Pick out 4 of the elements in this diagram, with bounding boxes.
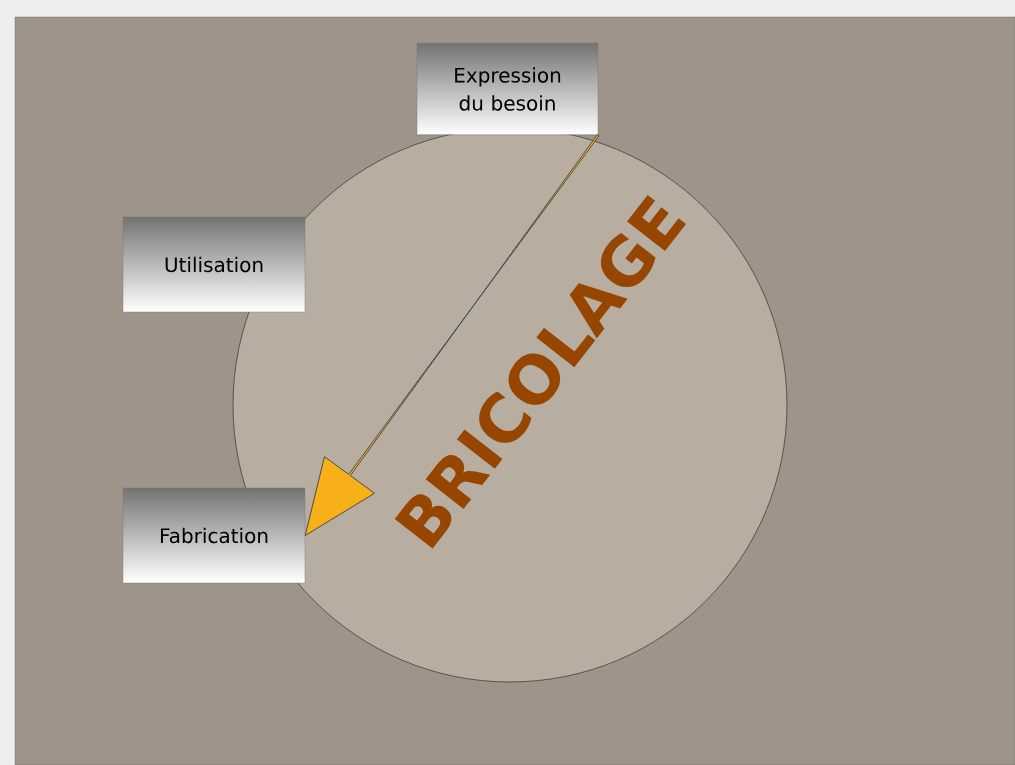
process-box: Expression du besoin — [416, 42, 599, 136]
process-box: Fabrication — [122, 487, 306, 584]
process-box: Utilisation — [122, 216, 306, 313]
arrow — [304, 134, 600, 536]
